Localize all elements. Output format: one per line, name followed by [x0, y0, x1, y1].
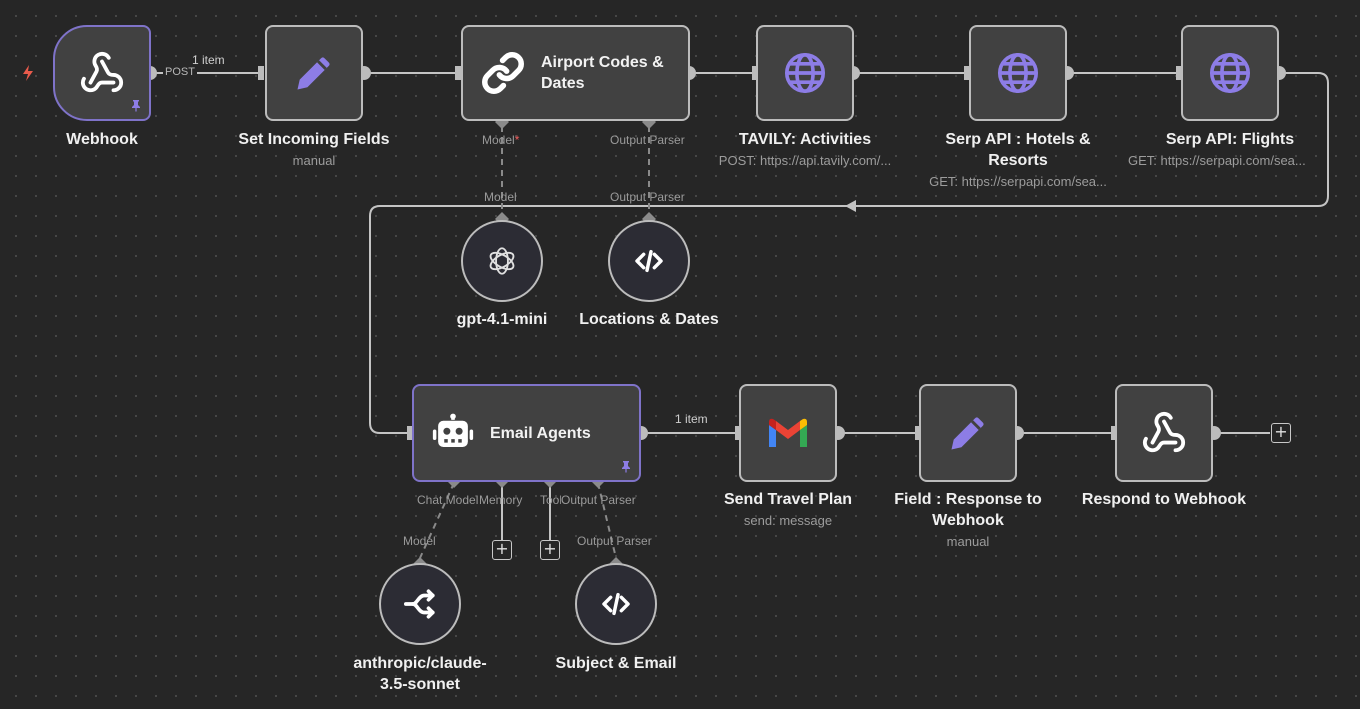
node-field-response-title-line1: Field : Response to	[894, 491, 1042, 508]
node-respond-to-webhook[interactable]	[1115, 384, 1213, 482]
edge-arrow-head	[845, 200, 856, 212]
node-serp-hotels-title-line2: Resorts	[988, 152, 1048, 169]
link-icon	[482, 52, 524, 94]
node-claude-title: anthropic/claude- 3.5-sonnet	[330, 653, 510, 695]
node-tavily-activities[interactable]	[756, 25, 854, 121]
node-field-response[interactable]	[919, 384, 1017, 482]
node-gpt-4-1-mini[interactable]	[461, 220, 543, 302]
node-gpt-title: gpt-4.1-mini	[456, 311, 548, 328]
edge-label-items: 1 item	[192, 53, 225, 67]
node-serp-hotels-title-line1: Serp API : Hotels &	[945, 131, 1091, 148]
node-email-agents-title: Email Agents	[490, 424, 591, 442]
port-airport-model: Model*	[482, 133, 519, 147]
port-airport-output-parser: Output Parser	[610, 133, 685, 147]
edge-label-post: POST	[163, 66, 197, 78]
pin-icon[interactable]	[620, 460, 632, 473]
node-serp-flights-title: Serp API: Flights	[1165, 131, 1295, 148]
required-marker: *	[514, 133, 520, 147]
node-send-travel-plan-title: Send Travel Plan	[723, 491, 853, 508]
node-set-incoming-fields[interactable]	[265, 25, 363, 121]
edge-subject-agent	[597, 482, 617, 559]
node-field-response-title: Field : Response to Webhook	[868, 489, 1068, 531]
openai-icon	[489, 247, 515, 275]
node-claude-title-line1: anthropic/claude-	[353, 655, 487, 672]
node-set-incoming-fields-title: Set Incoming Fields	[238, 131, 390, 148]
node-serp-hotels-title: Serp API : Hotels & Resorts	[918, 129, 1118, 171]
port-gpt-model: Model	[484, 190, 517, 204]
node-webhook-title: Webhook	[66, 131, 138, 148]
node-serp-flights-subtitle: GET: https://serpapi.com/sea...	[1128, 153, 1306, 168]
globe-icon	[997, 52, 1039, 94]
node-tavily-subtitle: POST: https://api.tavily.com/...	[718, 153, 892, 168]
pencil-icon	[297, 57, 330, 90]
code-icon	[602, 592, 630, 616]
port-claude-model: Model	[403, 534, 436, 548]
node-serp-flights[interactable]	[1181, 25, 1279, 121]
port-airport-model-label: Model	[482, 133, 515, 147]
node-set-incoming-fields-subtitle: manual	[292, 153, 336, 168]
port-agent-memory: Memory	[479, 493, 523, 507]
node-serp-hotels-subtitle: GET: https://serpapi.com/sea...	[929, 174, 1107, 189]
pencil-icon	[951, 417, 984, 450]
node-email-agents[interactable]: Email Agents	[412, 384, 641, 482]
node-field-response-title-line2: Webhook	[932, 512, 1004, 529]
node-field-response-subtitle: manual	[946, 534, 990, 549]
node-subject-email[interactable]	[575, 563, 657, 645]
globe-icon	[1209, 52, 1251, 94]
node-webhook[interactable]	[53, 25, 151, 121]
globe-icon	[784, 52, 826, 94]
port-agent-tool: Tool	[540, 493, 561, 507]
node-tavily-title: TAVILY: Activities	[738, 131, 872, 148]
port-subject-output-parser: Output Parser	[577, 534, 652, 548]
code-icon	[635, 249, 663, 273]
add-tool-button[interactable]: +	[540, 540, 560, 560]
edge-claude-agent	[419, 482, 455, 559]
add-node-button[interactable]: +	[1271, 423, 1291, 443]
port-agent-chat-model: Chat Model	[417, 493, 479, 507]
node-claude[interactable]	[379, 563, 461, 645]
node-respond-title: Respond to Webhook	[1081, 491, 1247, 508]
node-send-travel-plan-subtitle: send: message	[743, 513, 833, 528]
port-agent-output-parser: Output Parser	[561, 493, 636, 507]
node-send-travel-plan[interactable]	[739, 384, 837, 482]
node-airport-codes-dates-title: Airport Codes & Dates	[541, 54, 664, 92]
trigger-bolt-icon	[23, 65, 33, 81]
gmail-icon	[769, 418, 807, 447]
node-airport-codes-dates[interactable]: Airport Codes & Dates	[461, 25, 690, 121]
node-serp-hotels[interactable]	[969, 25, 1067, 121]
pin-icon[interactable]	[130, 99, 142, 112]
add-memory-button[interactable]: +	[492, 540, 512, 560]
node-locations-dates[interactable]	[608, 220, 690, 302]
webhook-icon	[1142, 411, 1186, 453]
openrouter-icon	[403, 589, 435, 619]
node-locations-title: Locations & Dates	[579, 311, 719, 328]
edge-label-agent-items: 1 item	[675, 412, 708, 426]
port-locations-output-parser: Output Parser	[610, 190, 685, 204]
node-claude-title-line2: 3.5-sonnet	[379, 676, 460, 693]
webhook-icon	[80, 51, 124, 93]
node-subject-title: Subject & Email	[555, 655, 677, 672]
robot-icon	[432, 413, 474, 447]
